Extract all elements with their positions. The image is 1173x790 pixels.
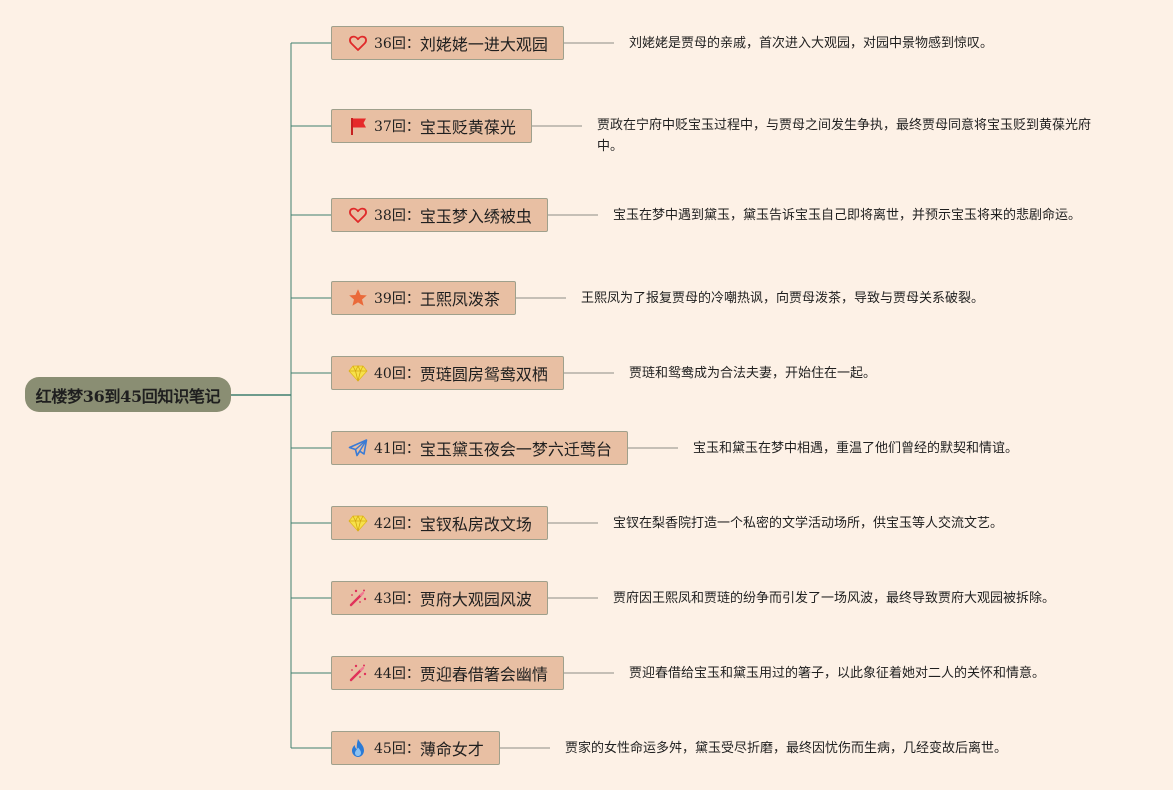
chapter-description: 宝钗在梨香院打造一个私密的文学活动场所，供宝玉等人交流文艺。 [613,515,1004,531]
chapter-number: 40回： [374,366,420,382]
chapter-number: 37回： [374,119,420,135]
chapter-number: 36回： [374,36,420,52]
fire-icon [348,738,368,758]
chapter-node[interactable]: 45回：薄命女才 [331,731,500,765]
paper-plane-icon [348,438,368,458]
chapter-title: 宝钗私房改文场 [419,515,532,534]
chapter-description: 贾琏和鸳鸯成为合法夫妻，开始住在一起。 [629,365,877,381]
chapter-description: 宝玉在梦中遇到黛玉，黛玉告诉宝玉自己即将离世，并预示宝玉将来的悲剧命运。 [613,207,1082,223]
chapter-number: 45回： [374,741,420,757]
chapter-number: 44回： [374,666,420,682]
chapter-number: 39回： [374,291,420,307]
diamond-icon [348,513,368,533]
chapter-description: 刘姥姥是贾母的亲戚，首次进入大观园，对园中景物感到惊叹。 [629,35,994,51]
root-topic[interactable]: 红楼梦36到45回知识笔记 [25,377,231,412]
chapter-title: 宝玉黛玉夜会一梦六迁莺台 [419,440,612,459]
chapter-node[interactable]: 36回：刘姥姥一进大观园 [331,26,564,60]
star-icon [348,288,368,308]
chapter-node[interactable]: 41回：宝玉黛玉夜会一梦六迁莺台 [331,431,628,465]
chapter-number: 38回： [374,208,420,224]
chapter-number: 42回： [374,516,420,532]
chapter-title: 宝玉贬黄葆光 [419,118,516,137]
chapter-description: 王熙凤为了报复贾母的冷嘲热讽，向贾母泼茶，导致与贾母关系破裂。 [581,290,985,306]
chapter-description: 贾家的女性命运多舛，黛玉受尽折磨，最终因忧伤而生病，几经变故后离世。 [565,740,1008,756]
chapter-description: 贾政在宁府中贬宝玉过程中，与贾母之间发生争执，最终贾母同意将宝玉贬到黄葆光府中。 [597,118,1092,154]
chapter-title: 贾府大观园风波 [419,590,532,609]
chapter-title: 贾琏圆房鸳鸯双栖 [419,365,548,384]
chapter-node[interactable]: 43回：贾府大观园风波 [331,581,548,615]
red-flag-icon [348,116,368,136]
chapter-node[interactable]: 38回：宝玉梦入绣被虫 [331,198,548,232]
chapter-title: 刘姥姥一进大观园 [419,35,548,54]
magic-wand-icon [348,588,368,608]
chapter-node[interactable]: 42回：宝钗私房改文场 [331,506,548,540]
heart-outline-icon [348,33,368,53]
chapter-title: 宝玉梦入绣被虫 [419,207,532,226]
chapter-description: 宝玉和黛玉在梦中相遇，重温了他们曾经的默契和情谊。 [693,440,1019,456]
chapter-number: 41回： [374,441,420,457]
chapter-node[interactable]: 40回：贾琏圆房鸳鸯双栖 [331,356,564,390]
diamond-icon [348,363,368,383]
chapter-node[interactable]: 37回：宝玉贬黄葆光 [331,109,532,143]
chapter-node[interactable]: 44回：贾迎春借箸会幽情 [331,656,564,690]
chapter-title: 王熙凤泼茶 [419,290,500,309]
chapter-title: 薄命女才 [419,740,484,759]
chapter-description: 贾府因王熙凤和贾琏的纷争而引发了一场风波，最终导致贾府大观园被拆除。 [613,590,1056,606]
chapter-description: 贾迎春借给宝玉和黛玉用过的箸子，以此象征着她对二人的关怀和情意。 [629,665,1046,681]
chapter-number: 43回： [374,591,420,607]
chapter-node[interactable]: 39回：王熙凤泼茶 [331,281,516,315]
magic-wand-icon [348,663,368,683]
heart-outline-icon [348,205,368,225]
chapter-title: 贾迎春借箸会幽情 [419,665,548,684]
